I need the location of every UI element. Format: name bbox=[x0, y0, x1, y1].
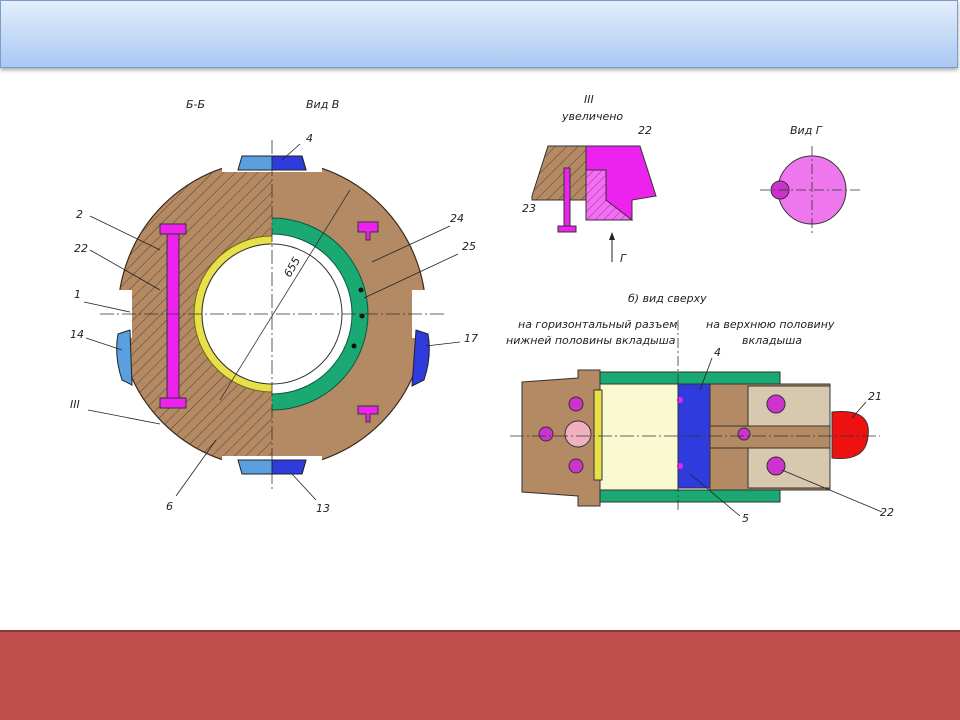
bearing-section bbox=[100, 140, 444, 490]
pad-right bbox=[411, 329, 430, 387]
label-top-view: б) вид сверху bbox=[628, 292, 707, 305]
callout-25: 25 bbox=[462, 240, 476, 253]
callout-21: 21 bbox=[868, 390, 882, 403]
note-right-2: вкладыша bbox=[742, 334, 802, 347]
title-bar bbox=[0, 0, 958, 68]
label-detail-sub: увеличено bbox=[561, 110, 623, 123]
callout-14: 14 bbox=[70, 328, 84, 341]
callout-4-top: 4 bbox=[714, 346, 721, 359]
callout-III: III bbox=[70, 398, 80, 411]
label-view-g: Вид Г bbox=[790, 124, 823, 137]
label-arrow-g: Г bbox=[620, 252, 627, 265]
callout-22-top: 22 bbox=[880, 506, 894, 519]
note-left-2: нижней половины вкладыша bbox=[506, 334, 676, 347]
callout-5: 5 bbox=[742, 512, 749, 525]
callout-4: 4 bbox=[306, 132, 313, 145]
label-detail: III bbox=[584, 93, 594, 106]
label-section: Б-Б bbox=[186, 98, 205, 111]
callout-22: 22 bbox=[74, 242, 88, 255]
callouts-main bbox=[83, 143, 461, 501]
view-g bbox=[760, 146, 860, 234]
note-right-1: на верхнюю половину bbox=[706, 318, 835, 331]
callout-17: 17 bbox=[464, 332, 478, 345]
callout-1: 1 bbox=[74, 288, 81, 301]
callout-2: 2 bbox=[76, 208, 83, 221]
callout-24: 24 bbox=[450, 212, 464, 225]
technical-drawing: Б-Б Вид В 655 2 22 1 14 III 6 4 24 25 17… bbox=[70, 93, 894, 525]
pad-left bbox=[116, 329, 133, 386]
callout-13: 13 bbox=[316, 502, 330, 515]
label-view-v: Вид В bbox=[306, 98, 339, 111]
top-view bbox=[510, 320, 880, 510]
note-left-1: на горизонтальный разъем bbox=[518, 318, 677, 331]
callout-6: 6 bbox=[166, 500, 173, 513]
callout-22-detail: 22 bbox=[638, 124, 652, 137]
bolt-left bbox=[166, 231, 180, 401]
footer-bar bbox=[0, 630, 960, 720]
detail-III bbox=[531, 145, 657, 262]
callout-23: 23 bbox=[522, 202, 536, 215]
